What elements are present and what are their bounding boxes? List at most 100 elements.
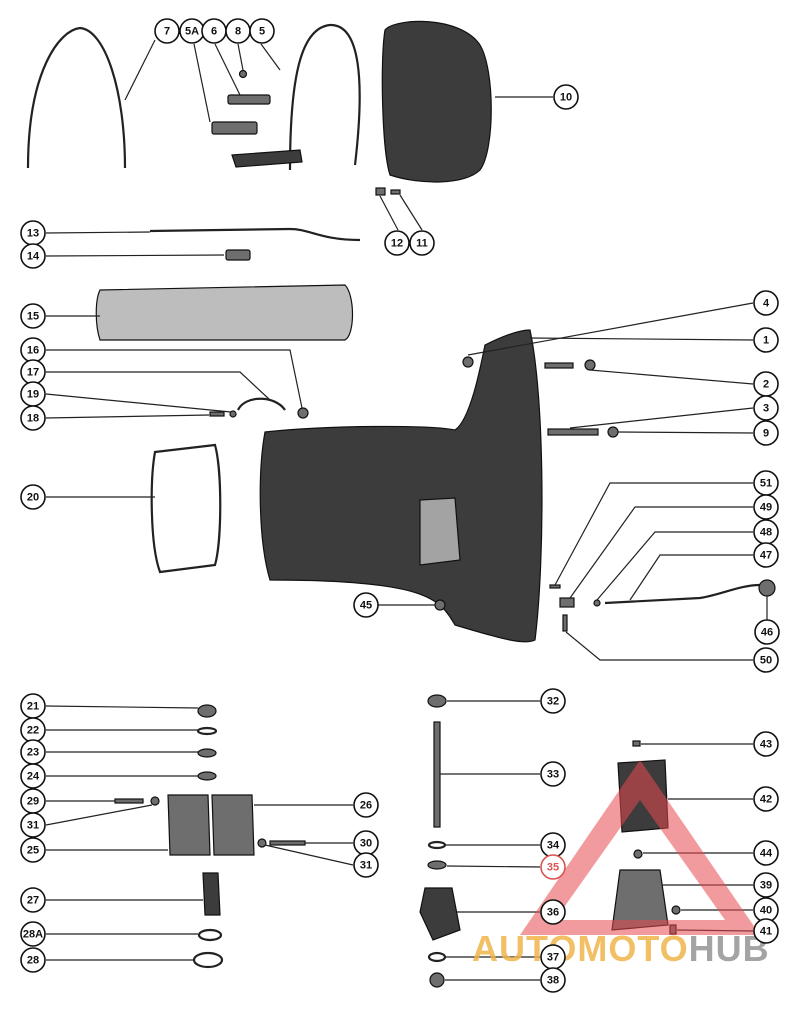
callout-circle xyxy=(540,688,566,714)
callout-33: 33 xyxy=(540,761,566,787)
callout-number: 37 xyxy=(547,952,559,964)
callout-36: 36 xyxy=(540,899,566,925)
callout-number: 33 xyxy=(547,769,559,781)
callout-circle xyxy=(753,420,779,446)
callout-circle xyxy=(753,872,779,898)
callout-7: 7 xyxy=(154,18,180,44)
callout-number: 6 xyxy=(211,26,217,38)
callout-50: 50 xyxy=(753,647,779,673)
part-19-washer xyxy=(229,410,237,418)
callout-28: 28 xyxy=(20,947,46,973)
watermark-brand: AUTOMOTOHUB xyxy=(472,928,770,969)
callout-41: 41 xyxy=(753,918,779,944)
callout-25: 25 xyxy=(20,837,46,863)
part-29-screw xyxy=(114,798,144,804)
part-2-stud xyxy=(544,362,574,369)
part-12-nut xyxy=(375,187,386,196)
callout-9: 9 xyxy=(753,420,779,446)
part-17-strap xyxy=(237,397,286,411)
part-2-washer xyxy=(584,359,596,371)
part-40-nut xyxy=(671,905,681,915)
callout-number: 5 xyxy=(259,26,265,38)
callout-number: 15 xyxy=(27,311,39,323)
callout-number: 31 xyxy=(360,860,372,872)
part-24-ring xyxy=(197,771,217,781)
callout-circle xyxy=(20,887,46,913)
callout-number: 51 xyxy=(760,478,772,490)
callout-2: 2 xyxy=(753,371,779,397)
part-9-washer xyxy=(607,426,619,438)
callout-number: 26 xyxy=(360,800,372,812)
callout-number: 20 xyxy=(27,492,39,504)
callout-number: 44 xyxy=(760,848,773,860)
callout-number: 23 xyxy=(27,747,39,759)
callout-number: 27 xyxy=(27,895,39,907)
part-6-plate xyxy=(227,94,271,105)
callout-19: 19 xyxy=(20,381,46,407)
callout-8: 8 xyxy=(225,18,251,44)
callout-6: 6 xyxy=(201,18,227,44)
callout-39: 39 xyxy=(753,872,779,898)
callout-20: 20 xyxy=(20,484,46,510)
callout-number: 47 xyxy=(760,550,772,562)
part-5-strip xyxy=(288,23,361,171)
callout-circle xyxy=(353,792,379,818)
callout-46: 46 xyxy=(754,619,780,645)
housing-highlight xyxy=(419,497,461,566)
callout-number: 13 xyxy=(27,228,39,240)
part-18-screw xyxy=(209,411,225,417)
part-26-block xyxy=(211,794,255,856)
callout-number: 11 xyxy=(416,238,428,250)
part-38-nut xyxy=(429,972,445,988)
part-11-screw xyxy=(390,189,401,195)
callout-number: 8 xyxy=(235,26,241,38)
callout-38: 38 xyxy=(540,967,566,993)
callout-22: 22 xyxy=(20,717,46,743)
callout-number: 25 xyxy=(27,845,39,857)
part-45-nut xyxy=(434,599,446,611)
part-47-rod xyxy=(604,583,761,605)
part-49-clip xyxy=(559,597,575,608)
callout-number: 48 xyxy=(760,527,772,539)
callout-30: 30 xyxy=(353,830,379,856)
callout-number: 16 xyxy=(27,345,39,357)
callout-45: 45 xyxy=(353,592,379,618)
callout-5: 5 xyxy=(249,18,275,44)
part-31-washer-left xyxy=(150,796,160,806)
part-10-cover xyxy=(381,20,492,183)
leader-lines xyxy=(45,39,768,981)
callout-26: 26 xyxy=(353,792,379,818)
callout-number: 41 xyxy=(760,926,772,938)
part-34-washer xyxy=(427,840,447,850)
callout-29: 29 xyxy=(20,788,46,814)
callout-circle xyxy=(753,786,779,812)
part-46-knob xyxy=(758,579,776,597)
callout-number: 5A xyxy=(185,26,199,38)
callout-number: 43 xyxy=(760,739,772,751)
callout-circle xyxy=(249,18,275,44)
part-50-screw xyxy=(562,614,568,632)
callout-circle xyxy=(753,840,779,866)
callout-number: 24 xyxy=(27,771,40,783)
callout-number: 49 xyxy=(760,502,772,514)
part-5-bracket xyxy=(231,149,303,168)
callout-number: 42 xyxy=(760,794,772,806)
callout-37: 37 xyxy=(540,944,566,970)
callout-31: 31 xyxy=(353,852,379,878)
callout-18: 18 xyxy=(20,405,46,431)
callout-47: 47 xyxy=(753,542,779,568)
callout-21: 21 xyxy=(20,693,46,719)
callout-number: 18 xyxy=(27,413,39,425)
part-23-ring xyxy=(197,748,217,758)
part-31-washer-right xyxy=(257,838,267,848)
callout-number: 35 xyxy=(547,862,559,874)
callout-number: 28A xyxy=(23,929,43,941)
callout-number: 7 xyxy=(164,26,170,38)
callout-circle xyxy=(20,947,46,973)
callout-number: 45 xyxy=(360,600,372,612)
callout-circle xyxy=(20,921,46,947)
part-32-grommet xyxy=(427,694,447,708)
part-51-pin xyxy=(549,584,561,589)
part-21-seal xyxy=(197,704,217,718)
callout-1: 1 xyxy=(753,327,779,353)
